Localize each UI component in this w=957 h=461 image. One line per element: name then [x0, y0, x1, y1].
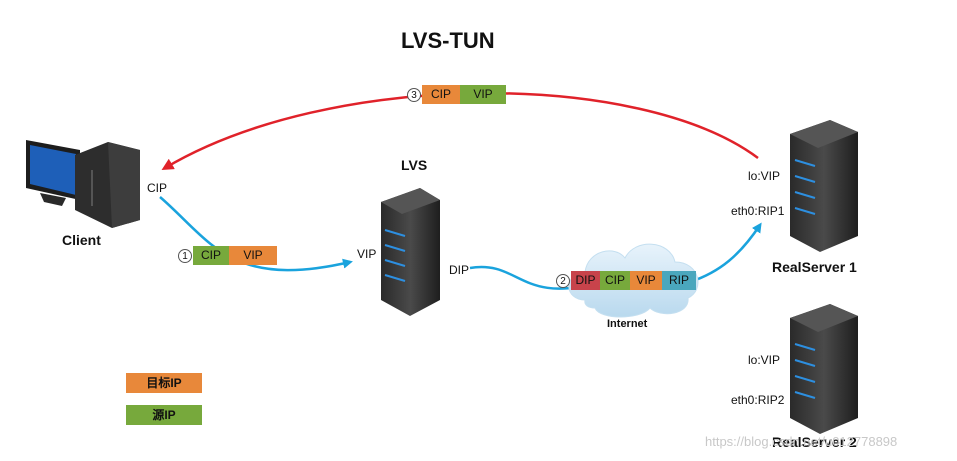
client-cip-label: CIP [147, 181, 168, 195]
legend-source-ip: 源IP [126, 405, 202, 425]
diagram-title: LVS-TUN [401, 28, 495, 53]
rs2-eth-label: eth0:RIP2 [731, 393, 785, 407]
packet-1-source-field: CIP [193, 246, 229, 265]
packet-3-source-field: CIP [422, 85, 460, 104]
packet-2-target-field: VIP [630, 271, 662, 290]
packet-3-number: 3 [407, 87, 421, 102]
watermark: https://blog.csdn.net/u012778898 [705, 434, 898, 449]
realserver2-label: RealServer 2 [772, 434, 857, 450]
rs2-lo-label: lo:VIP [748, 353, 781, 367]
realserver1-label: RealServer 1 [772, 259, 857, 275]
packet-2-outer-target-field: RIP [662, 271, 696, 290]
packet-1: 1 CIP VIP [178, 246, 277, 265]
response-arrow [161, 92, 759, 171]
realserver1-icon [790, 120, 858, 252]
packet-1-number: 1 [178, 248, 192, 263]
lvs-label: LVS [401, 157, 428, 173]
packet-2: 2 DIP CIP VIP RIP [556, 271, 696, 290]
internet-label: Internet [607, 318, 648, 330]
packet-3: 3 CIP VIP [407, 85, 506, 104]
packet-1-target-field: VIP [229, 246, 277, 265]
client-computer-icon [26, 140, 140, 228]
rs1-eth-label: eth0:RIP1 [731, 204, 785, 218]
lvs-vip-label: VIP [357, 247, 377, 261]
packet-2-outer-source-field: DIP [571, 271, 600, 290]
packet-2-number: 2 [556, 273, 570, 288]
packet-2-source-field: CIP [600, 271, 630, 290]
realserver2-icon [790, 304, 858, 434]
lvs-dip-label: DIP [449, 263, 470, 277]
packet-3-target-field: VIP [460, 85, 506, 104]
lvs-server-icon [381, 188, 440, 316]
legend-target-ip: 目标IP [126, 373, 202, 393]
client-label: Client [62, 232, 101, 248]
rs1-lo-label: lo:VIP [748, 169, 781, 183]
